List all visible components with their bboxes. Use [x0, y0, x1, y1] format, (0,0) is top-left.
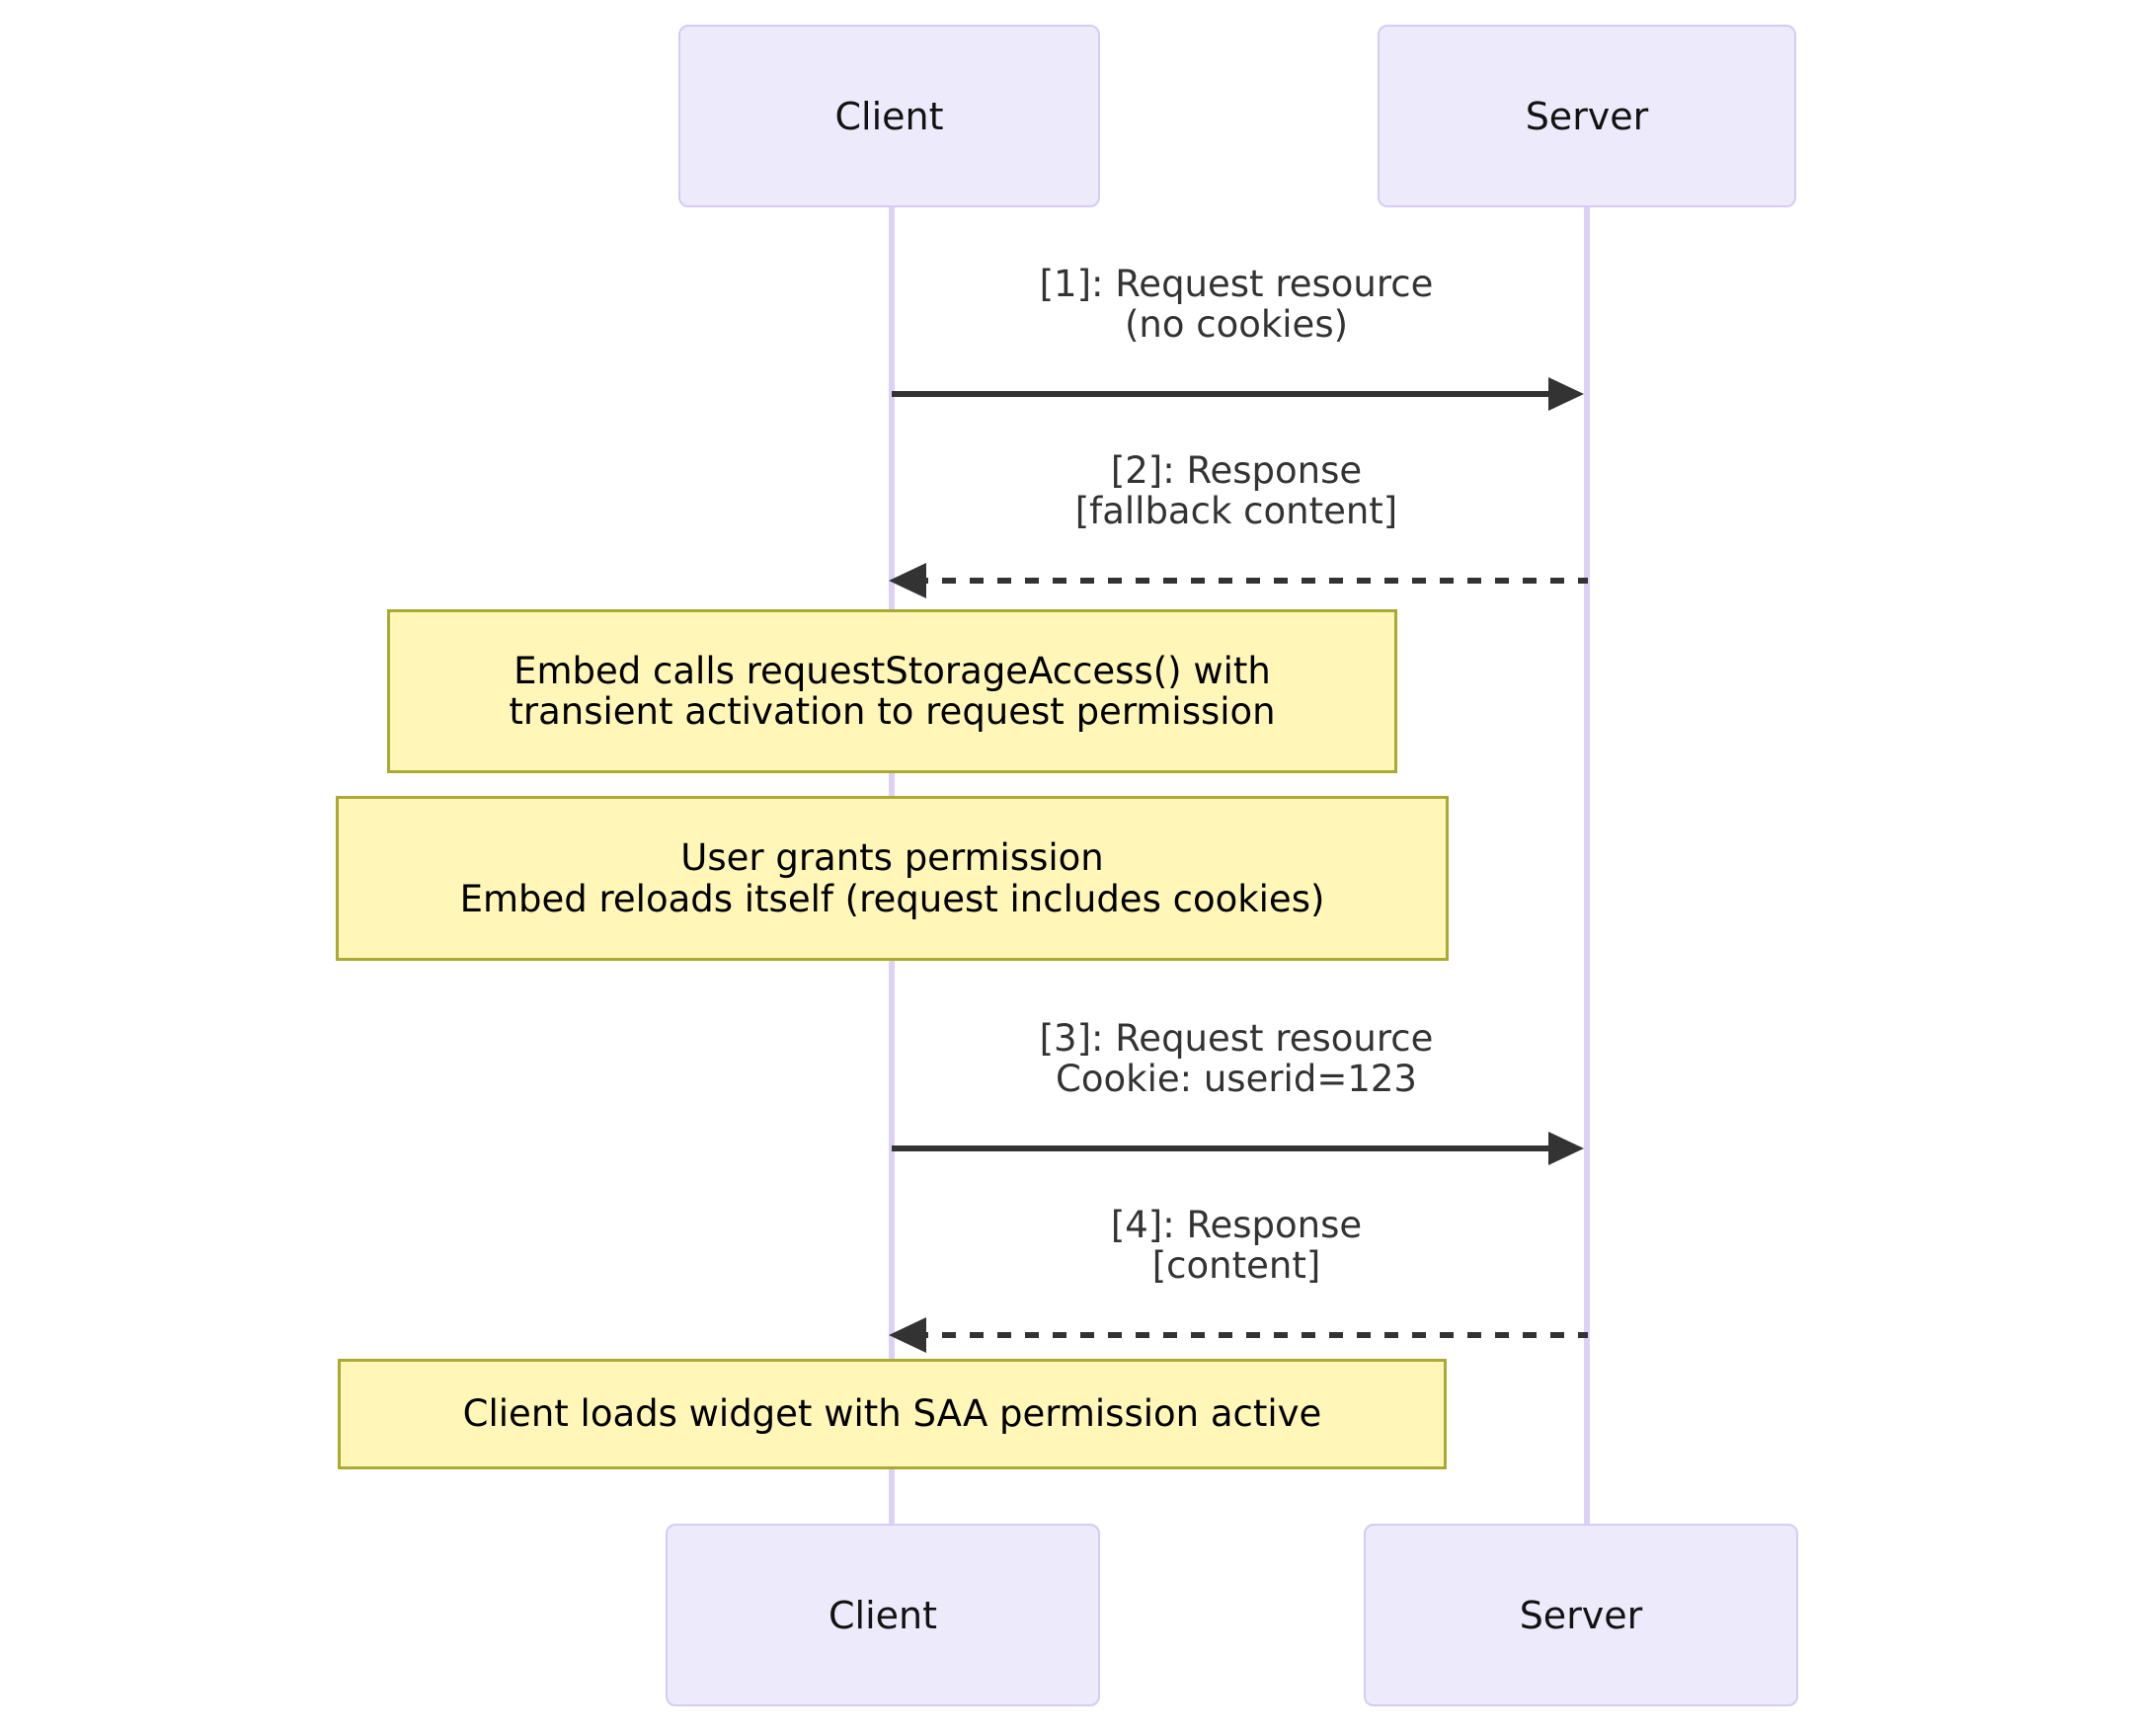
note-line: transient activation to request permissi… — [509, 690, 1276, 733]
participant-server-bottom[interactable]: Server — [1364, 1524, 1798, 1706]
participant-label: Server — [1525, 94, 1649, 138]
message-2-label: [2]: Response [fallback content] — [889, 450, 1584, 532]
message-2-line-2: [fallback content] — [1074, 490, 1398, 533]
note-line: Embed reloads itself (request includes c… — [459, 877, 1325, 920]
participant-label: Client — [834, 94, 944, 138]
message-1-line-1: [1]: Request resource — [1039, 263, 1434, 305]
message-1-line-2: (no cookies) — [1124, 303, 1349, 347]
participant-label: Server — [1519, 1593, 1643, 1637]
participant-client-top[interactable]: Client — [678, 25, 1100, 207]
note-line: User grants permission — [680, 836, 1104, 880]
message-1-label: [1]: Request resource (no cookies) — [889, 264, 1584, 346]
message-3-line-1: [3]: Request resource — [1039, 1017, 1434, 1060]
message-2-line-1: [2]: Response — [1110, 449, 1363, 492]
message-4-line-2: [content] — [1151, 1244, 1321, 1288]
message-2-arrow — [889, 563, 1588, 598]
message-3-arrow — [892, 1132, 1584, 1165]
note-line: Client loads widget with SAA permission … — [462, 1392, 1322, 1436]
message-4-label: [4]: Response [content] — [889, 1205, 1584, 1287]
lifeline-server — [1584, 205, 1590, 1529]
message-3-label: [3]: Request resource Cookie: userid=123 — [889, 1018, 1584, 1100]
message-4-line-1: [4]: Response — [1110, 1204, 1363, 1246]
message-4-arrow — [889, 1317, 1588, 1353]
message-1-arrow — [892, 377, 1584, 411]
note-user-grants-permission: User grants permission Embed reloads its… — [336, 796, 1449, 961]
participant-server-top[interactable]: Server — [1378, 25, 1796, 207]
participant-label: Client — [828, 1593, 937, 1637]
note-client-loads-widget: Client loads widget with SAA permission … — [338, 1359, 1447, 1469]
participant-client-bottom[interactable]: Client — [666, 1524, 1100, 1706]
note-line: Embed calls requestStorageAccess() with — [513, 649, 1271, 692]
message-3-line-2: Cookie: userid=123 — [1056, 1058, 1417, 1101]
note-request-storage-access: Embed calls requestStorageAccess() with … — [387, 609, 1397, 773]
